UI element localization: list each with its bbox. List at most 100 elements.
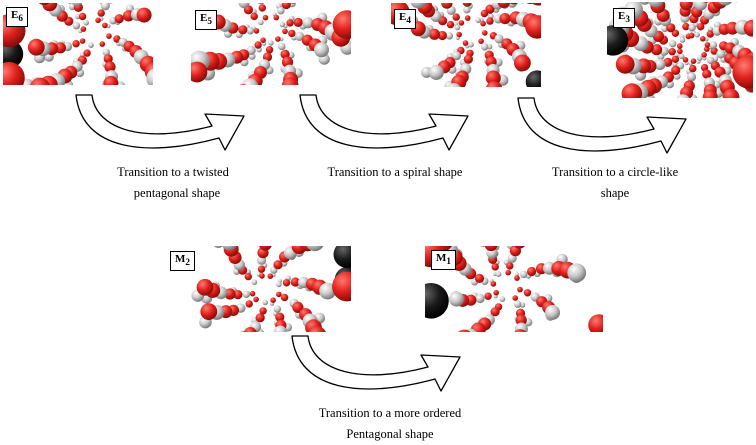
- oxygen-atom: [267, 273, 274, 279]
- molecule-image-e6: [3, 3, 153, 85]
- oxygen-atom: [254, 41, 262, 49]
- hydrogen-atom: [277, 7, 285, 15]
- caption-e4-e3: Transition to a circle-like shape: [551, 165, 679, 200]
- oxygen-atom: [515, 314, 527, 326]
- oxygen-atom: [527, 266, 537, 277]
- hydrogen-atom: [718, 2, 733, 6]
- oxygen-atom: [292, 301, 304, 313]
- oxygen-atom: [95, 17, 101, 24]
- oxygen-atom: [462, 40, 469, 46]
- hydrogen-atom: [72, 22, 81, 30]
- oxygen-atom: [452, 13, 460, 21]
- hydrogen-atom: [449, 291, 465, 307]
- oxygen-atom: [668, 48, 676, 56]
- oxygen-atom: [259, 246, 272, 251]
- oxygen-atom: [463, 54, 473, 64]
- hydrogen-atom: [67, 3, 72, 4]
- oxygen-atom: [332, 271, 351, 302]
- hydrogen-atom: [669, 40, 677, 48]
- oxygen-atom: [482, 30, 488, 36]
- hydrogen-atom: [709, 41, 718, 49]
- oxygen-atom: [514, 246, 525, 249]
- hydrogen-atom: [445, 32, 454, 40]
- oxygen-atom: [288, 29, 296, 38]
- oxygen-atom: [474, 273, 485, 283]
- oxygen-atom: [437, 30, 447, 41]
- label-m1: M1: [431, 250, 456, 271]
- label-e6: E6: [6, 7, 28, 28]
- oxygen-atom: [688, 32, 695, 39]
- dark-atom: [607, 25, 629, 56]
- oxygen-atom: [243, 327, 257, 332]
- oxygen-atom: [196, 278, 214, 296]
- oxygen-atom: [38, 3, 50, 5]
- label-e5: E5: [195, 10, 217, 31]
- hydrogen-atom: [676, 94, 690, 98]
- hydrogen-atom: [639, 2, 651, 5]
- oxygen-atom: [290, 277, 300, 287]
- oxygen-atom: [497, 3, 511, 8]
- hydrogen-atom: [279, 21, 286, 28]
- oxygen-atom: [78, 12, 87, 21]
- oxygen-atom: [308, 326, 326, 332]
- oxygen-atom: [514, 329, 527, 332]
- oxygen-atom: [514, 54, 531, 72]
- oxygen-atom: [191, 61, 208, 83]
- oxygen-atom: [290, 3, 296, 4]
- oxygen-atom: [464, 15, 471, 21]
- oxygen-atom: [722, 88, 740, 98]
- oxygen-atom: [273, 14, 280, 21]
- oxygen-atom: [255, 313, 265, 323]
- oxygen-atom: [456, 31, 462, 38]
- hydrogen-atom: [694, 2, 708, 11]
- hydrogen-atom: [499, 296, 506, 302]
- oxygen-atom: [493, 289, 499, 296]
- oxygen-atom: [702, 69, 712, 79]
- oxygen-atom: [732, 55, 753, 89]
- hydrogen-atom: [694, 31, 700, 38]
- oxygen-atom: [682, 22, 690, 31]
- hydrogen-atom: [648, 2, 664, 8]
- oxygen-atom: [258, 4, 266, 12]
- oxygen-atom: [99, 41, 106, 47]
- hydrogen-atom: [480, 246, 486, 247]
- oxygen-atom: [671, 65, 681, 75]
- oxygen-atom: [484, 292, 492, 300]
- oxygen-atom: [509, 3, 519, 5]
- oxygen-atom: [275, 36, 281, 42]
- oxygen-atom: [30, 77, 50, 85]
- hydrogen-atom: [696, 55, 703, 61]
- hydrogen-atom: [242, 290, 251, 298]
- oxygen-atom: [490, 281, 497, 287]
- oxygen-atom: [702, 89, 718, 98]
- oxygen-atom: [506, 262, 514, 270]
- oxygen-atom: [682, 57, 689, 63]
- oxygen-atom: [700, 63, 709, 72]
- oxygen-atom: [275, 312, 285, 322]
- oxygen-atom: [238, 25, 248, 35]
- hydrogen-atom: [273, 305, 282, 313]
- hydrogen-atom: [262, 299, 268, 306]
- label-e4: E4: [394, 9, 416, 30]
- hydrogen-atom: [463, 6, 471, 14]
- oxygen-atom: [486, 17, 494, 25]
- structure-panel-e3: E3: [607, 2, 753, 98]
- oxygen-atom: [470, 322, 486, 332]
- oxygen-atom: [3, 62, 25, 85]
- oxygen-atom: [286, 19, 294, 27]
- oxygen-atom: [282, 28, 288, 35]
- oxygen-atom: [240, 331, 249, 332]
- hydrogen-atom: [495, 271, 502, 277]
- oxygen-atom: [621, 83, 643, 98]
- oxygen-atom: [233, 290, 243, 300]
- oxygen-atom: [83, 49, 91, 57]
- hydrogen-atom: [246, 45, 256, 56]
- hydrogen-atom: [567, 263, 587, 283]
- hydrogen-atom: [319, 282, 336, 300]
- oxygen-atom: [484, 246, 498, 252]
- oxygen-atom: [478, 38, 484, 44]
- oxygen-atom: [458, 20, 465, 26]
- oxygen-atom: [253, 296, 259, 303]
- oxygen-atom: [103, 54, 113, 64]
- hydrogen-atom: [686, 72, 697, 82]
